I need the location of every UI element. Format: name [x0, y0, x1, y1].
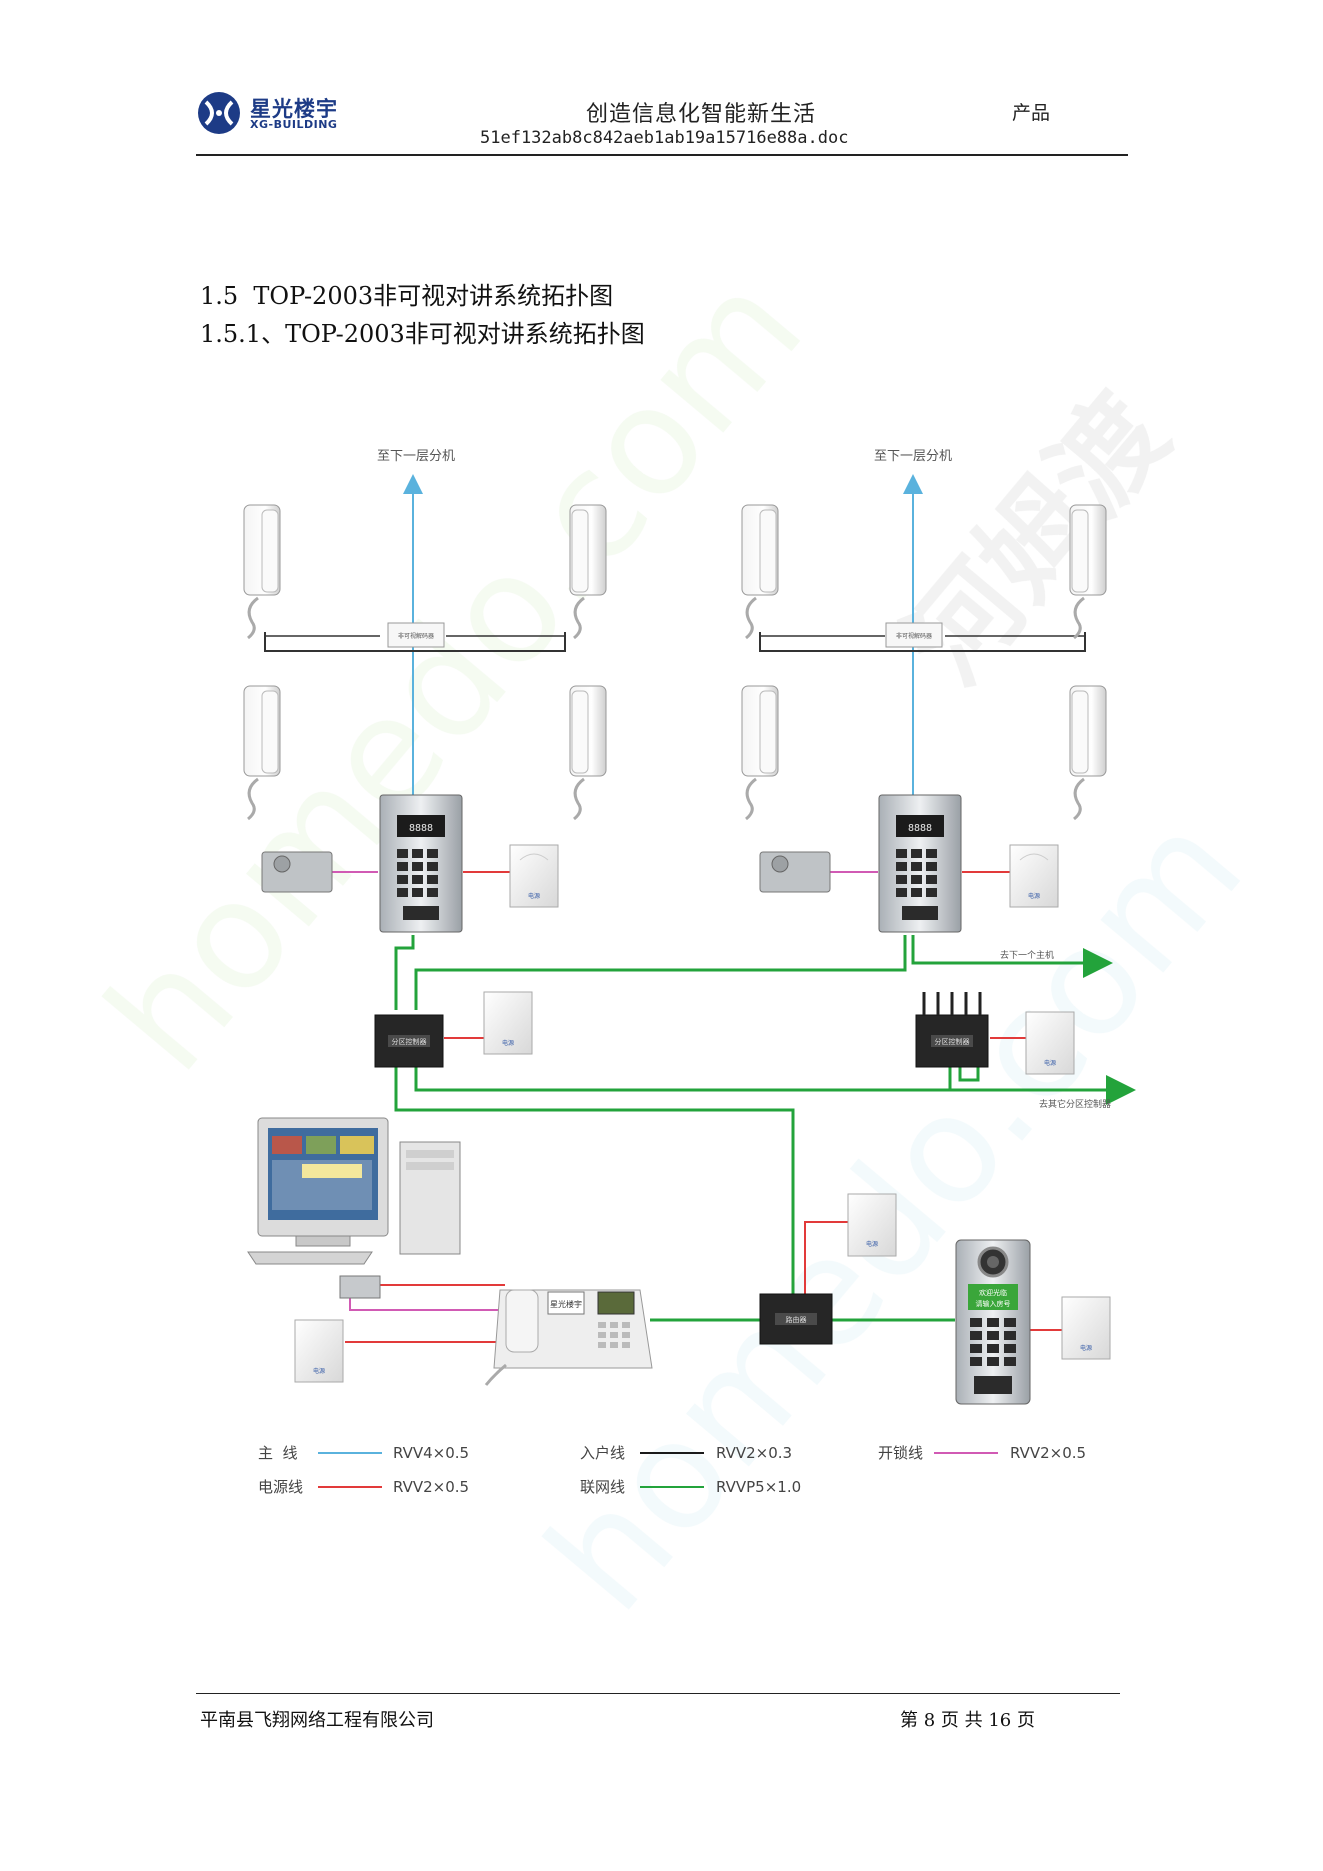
- indoor-handset: [741, 504, 779, 640]
- power-supply: 电源: [294, 1319, 344, 1383]
- management-computer: [247, 1117, 461, 1299]
- indoor-handset: [243, 504, 281, 640]
- header-filename: 51ef132ab8c842aeb1ab19a15716e88a.doc: [480, 128, 849, 148]
- management-console: 星光楼宇: [484, 1289, 653, 1386]
- legend-spec: RVV2×0.5: [393, 1478, 469, 1496]
- svg-text:homedo.com: homedo.com: [74, 242, 836, 1103]
- power-supply-label: 电源: [313, 1367, 325, 1375]
- indoor-handset: [1069, 685, 1107, 821]
- logo-text-en: XG-BUILDING: [250, 118, 338, 131]
- indoor-handset: [569, 685, 607, 821]
- legend-item: 联网线 RVVP5×1.0: [580, 1478, 801, 1496]
- decoder-box: 非可视解码器: [885, 622, 943, 648]
- power-supply: 电源: [483, 991, 533, 1055]
- power-supply-label: 电源: [502, 1039, 514, 1047]
- power-supply-label: 电源: [1028, 892, 1040, 900]
- power-supply: 电源: [847, 1193, 897, 1257]
- decoder-box: 非可视解码器: [387, 622, 445, 648]
- legend-name: 开锁线: [878, 1444, 923, 1462]
- power-supply-label: 电源: [866, 1240, 878, 1248]
- electric-lock: [261, 851, 333, 893]
- logo-mark-icon: [198, 92, 240, 134]
- to-next-floor-label: 至下一层分机: [377, 449, 455, 464]
- svg-text:8888: 8888: [908, 823, 932, 834]
- footer-company: 平南县飞翔网络工程有限公司: [200, 1710, 434, 1731]
- decoder-label: 非可视解码器: [896, 632, 932, 640]
- console-screen-text: 星光楼宇: [550, 1299, 582, 1309]
- legend-name: 电源线: [258, 1478, 303, 1496]
- to-other-zones-label: 去其它分区控制器: [1039, 1098, 1111, 1110]
- door-panel: 8888: [878, 794, 962, 933]
- router-label: 路由器: [786, 1315, 807, 1324]
- zone-controller: 分区控制器: [915, 992, 989, 1068]
- decoder-label: 非可视解码器: [398, 632, 434, 640]
- subsection-heading: 1.5.1、TOP-2003非可视对讲系统拓扑图: [200, 320, 645, 348]
- zone-controller-label: 分区控制器: [392, 1037, 427, 1046]
- router: 路由器: [759, 1293, 833, 1345]
- legend-spec: RVVP5×1.0: [716, 1478, 801, 1496]
- legend-name: 联网线: [580, 1478, 625, 1496]
- power-supply: 电源: [1061, 1296, 1111, 1360]
- gate-panel: 欢迎光临 请输入房号: [955, 1239, 1031, 1405]
- header-section-label: 产品: [1012, 102, 1051, 124]
- legend-name: 主 线: [258, 1444, 298, 1462]
- electric-lock: [759, 851, 831, 893]
- page-footer: 平南县飞翔网络工程有限公司 第 8 页 共 16 页: [196, 1693, 1120, 1731]
- power-supply-label: 电源: [528, 892, 540, 900]
- legend-item: 入户线 RVV2×0.3: [580, 1444, 792, 1462]
- legend-spec: RVV2×0.5: [1010, 1444, 1086, 1462]
- power-supply: 电源: [1025, 1011, 1075, 1075]
- indoor-handset: [243, 685, 281, 821]
- gate-screen-line1: 欢迎光临: [979, 1288, 1007, 1297]
- indoor-handset: [741, 685, 779, 821]
- legend-spec: RVV4×0.5: [393, 1444, 469, 1462]
- footer-page-number: 第 8 页 共 16 页: [900, 1710, 1035, 1731]
- power-supply-label: 电源: [1044, 1059, 1056, 1067]
- to-next-host-label: 去下一个主机: [1000, 949, 1054, 961]
- power-supply: 电源: [1009, 844, 1059, 908]
- logo-text-cn: 星光楼宇: [250, 97, 338, 121]
- power-supply-label: 电源: [1080, 1344, 1092, 1352]
- legend-item: 主 线 RVV4×0.5: [258, 1444, 469, 1462]
- door-panel: 8888: [379, 794, 463, 933]
- indoor-handset: [1069, 504, 1107, 640]
- section-heading: 1.5 TOP-2003非可视对讲系统拓扑图: [200, 282, 614, 310]
- svg-text:河姆渡: 河姆渡: [882, 372, 1192, 707]
- legend-item: 开锁线 RVV2×0.5: [878, 1444, 1086, 1462]
- company-logo: 星光楼宇 XG-BUILDING: [196, 90, 356, 136]
- header-slogan: 创造信息化智能新生活: [586, 102, 817, 127]
- zone-controller-label: 分区控制器: [935, 1037, 970, 1046]
- legend-spec: RVV2×0.3: [716, 1444, 792, 1462]
- legend-name: 入户线: [580, 1444, 625, 1462]
- page-header: 星光楼宇 XG-BUILDING 创造信息化智能新生活 51ef132ab8c8…: [196, 90, 1128, 156]
- svg-text:8888: 8888: [409, 823, 433, 834]
- power-supply: 电源: [509, 844, 559, 908]
- watermark: homedo.com homedo.com 河姆渡: [74, 242, 1276, 1643]
- zone-controller: 分区控制器: [374, 1014, 444, 1068]
- legend: 主 线 RVV4×0.5 电源线 RVV2×0.5 入户线 RVV2×0.3 联…: [258, 1444, 1086, 1496]
- to-next-floor-label: 至下一层分机: [874, 449, 952, 464]
- indoor-handset: [569, 504, 607, 640]
- legend-item: 电源线 RVV2×0.5: [258, 1478, 469, 1496]
- gate-screen-line2: 请输入房号: [976, 1299, 1011, 1308]
